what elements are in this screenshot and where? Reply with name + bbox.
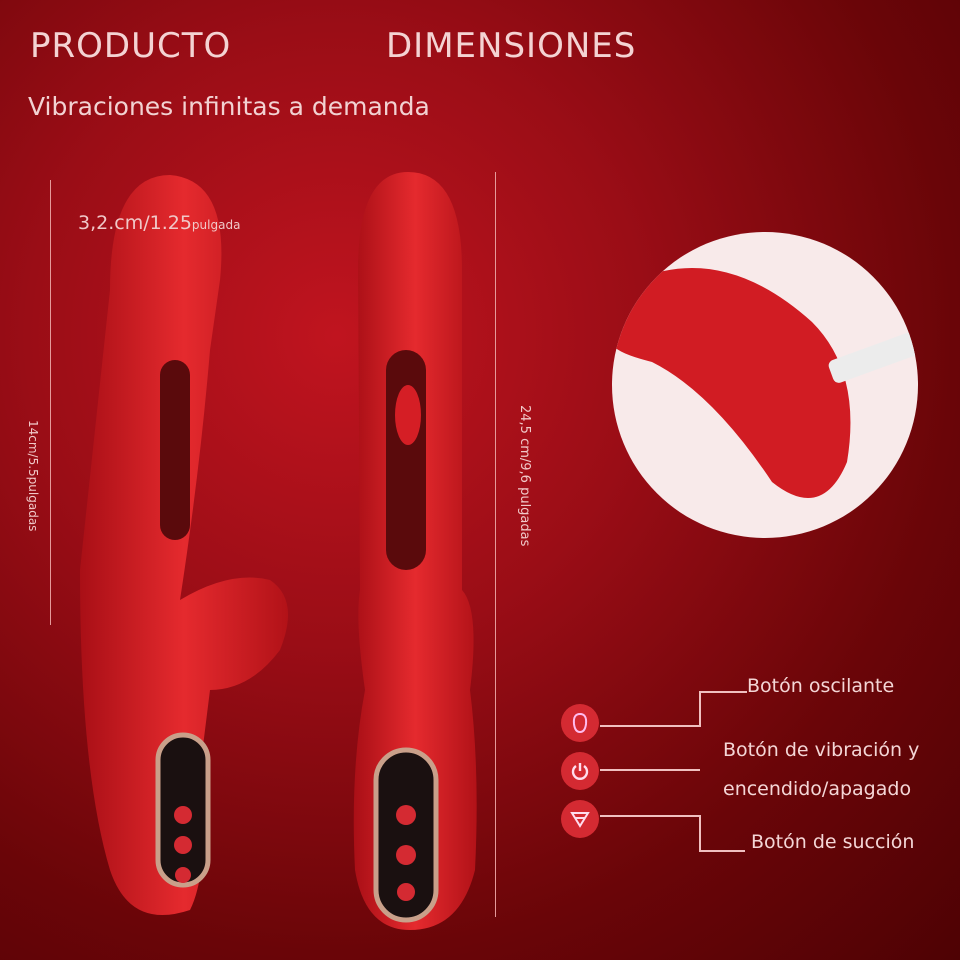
insertable-length-line: [50, 180, 51, 625]
feature-label-suction: Botón de succión: [751, 831, 915, 853]
power-icon: [561, 752, 599, 790]
feature-label-vibration-line2: encendido/apagado: [723, 778, 912, 800]
tongue-icon: [561, 704, 599, 742]
insertable-length-label: 14cm/5.5pulgadas: [26, 420, 40, 532]
subtitle: Vibraciones infinitas a demanda: [28, 92, 430, 121]
product-front-view: [353, 172, 477, 930]
product-side-view: [80, 175, 288, 915]
suction-icon: [561, 800, 599, 838]
charging-port-detail: [612, 232, 918, 538]
title-producto: PRODUCTO: [30, 26, 232, 66]
total-length-line: [495, 172, 496, 917]
width-dimension: 3,2.cm/1.25pulgada: [78, 212, 241, 234]
feature-label-vibration-line1: Botón de vibración y: [723, 739, 920, 761]
total-length-label: 24,5 cm/9,6 pulgadas: [517, 405, 532, 547]
title-dimensiones: DIMENSIONES: [386, 26, 637, 66]
feature-label-oscillating: Botón oscilante: [747, 675, 895, 697]
